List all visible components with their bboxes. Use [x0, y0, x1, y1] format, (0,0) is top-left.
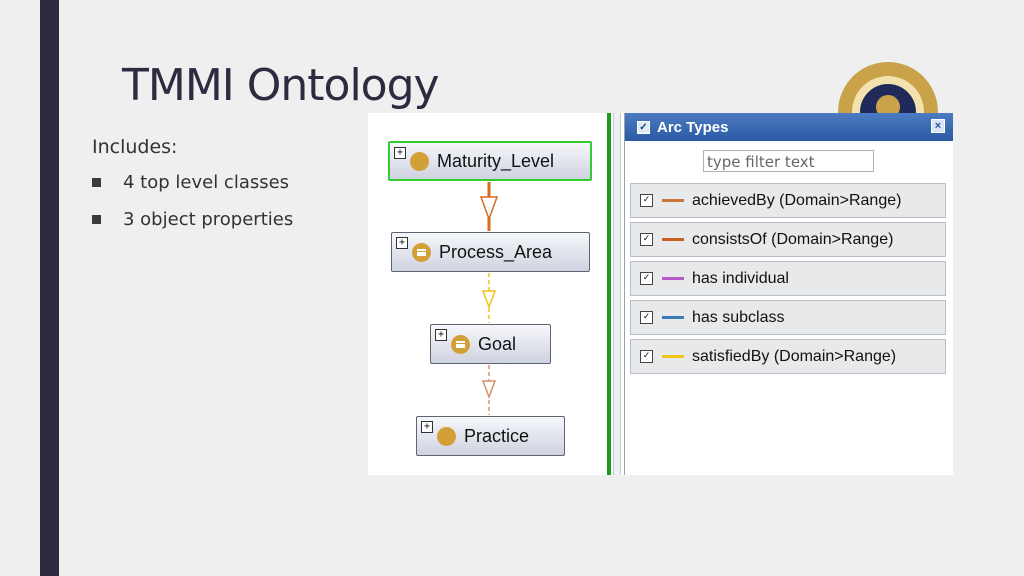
- close-icon[interactable]: ×: [931, 119, 945, 133]
- line-swatch-icon: [662, 277, 684, 280]
- node-label: Maturity_Level: [437, 150, 555, 171]
- arc-type-label: achievedBy (Domain>Range): [692, 191, 902, 209]
- arc-types-checkbox-icon: ✓: [637, 120, 650, 134]
- bullet-square-icon: [92, 178, 101, 187]
- class-circle-icon: [410, 151, 429, 171]
- checkbox-checked-icon[interactable]: ✓: [640, 272, 653, 285]
- checkbox-checked-icon[interactable]: ✓: [640, 311, 653, 324]
- slide-accent-bar: [40, 0, 59, 576]
- panel-header: ✓ Arc Types ×: [625, 113, 953, 141]
- ontology-graph-view: + Maturity_Level + Process_Area + Goal +…: [368, 113, 606, 475]
- filter-input[interactable]: type filter text: [703, 150, 874, 172]
- line-swatch-icon: [662, 316, 684, 319]
- bullet-item: 4 top level classes: [92, 172, 293, 209]
- class-circle-icon: [437, 426, 456, 446]
- class-list-icon: [451, 334, 470, 354]
- slide-title: TMMI Ontology: [122, 60, 440, 111]
- node-process-area[interactable]: + Process_Area: [391, 232, 590, 272]
- node-maturity-level[interactable]: + Maturity_Level: [388, 141, 592, 181]
- line-swatch-icon: [662, 238, 684, 241]
- arc-type-list: ✓ achievedBy (Domain>Range) ✓ consistsOf (…: [630, 183, 946, 378]
- line-swatch-icon: [662, 355, 684, 358]
- ontology-screenshot: + Maturity_Level + Process_Area + Goal +…: [368, 113, 953, 475]
- edge-arrow: [481, 290, 497, 310]
- arc-type-label: consistsOf (Domain>Range): [692, 230, 894, 248]
- node-practice[interactable]: + Practice: [416, 416, 565, 456]
- checkbox-checked-icon[interactable]: ✓: [640, 233, 653, 246]
- node-label: Practice: [464, 425, 530, 446]
- line-swatch-icon: [662, 199, 684, 202]
- graph-edges: [479, 182, 499, 415]
- node-label: Goal: [478, 333, 517, 354]
- class-list-icon: [412, 242, 431, 262]
- checkbox-checked-icon[interactable]: ✓: [640, 194, 653, 207]
- checkbox-checked-icon[interactable]: ✓: [640, 350, 653, 363]
- expand-plus-icon[interactable]: +: [421, 421, 433, 433]
- arc-type-item[interactable]: ✓ has subclass: [630, 300, 946, 335]
- arc-type-item[interactable]: ✓ achievedBy (Domain>Range): [630, 183, 946, 218]
- expand-plus-icon[interactable]: +: [435, 329, 447, 341]
- splitter-handle[interactable]: [613, 113, 621, 475]
- arc-type-item[interactable]: ✓ satisfiedBy (Domain>Range): [630, 339, 946, 374]
- bullet-list: 4 top level classes 3 object properties: [92, 172, 293, 246]
- arc-types-panel: ✓ Arc Types × type filter text ✓ achieved…: [624, 113, 953, 475]
- panel-title: Arc Types: [657, 118, 729, 136]
- edge-arrow: [481, 380, 497, 400]
- bullet-square-icon: [92, 215, 101, 224]
- arc-type-label: has individual: [692, 269, 789, 287]
- node-label: Process_Area: [439, 241, 553, 262]
- arc-type-item[interactable]: ✓ has individual: [630, 261, 946, 296]
- expand-plus-icon[interactable]: +: [394, 147, 406, 159]
- arc-type-label: has subclass: [692, 308, 785, 326]
- expand-plus-icon[interactable]: +: [396, 237, 408, 249]
- edge-arrow: [479, 196, 499, 222]
- node-goal[interactable]: + Goal: [430, 324, 551, 364]
- arc-type-item[interactable]: ✓ consistsOf (Domain>Range): [630, 222, 946, 257]
- view-divider: [607, 113, 611, 475]
- bullet-item: 3 object properties: [92, 209, 293, 246]
- arc-type-label: satisfiedBy (Domain>Range): [692, 347, 897, 365]
- includes-label: Includes:: [92, 136, 178, 158]
